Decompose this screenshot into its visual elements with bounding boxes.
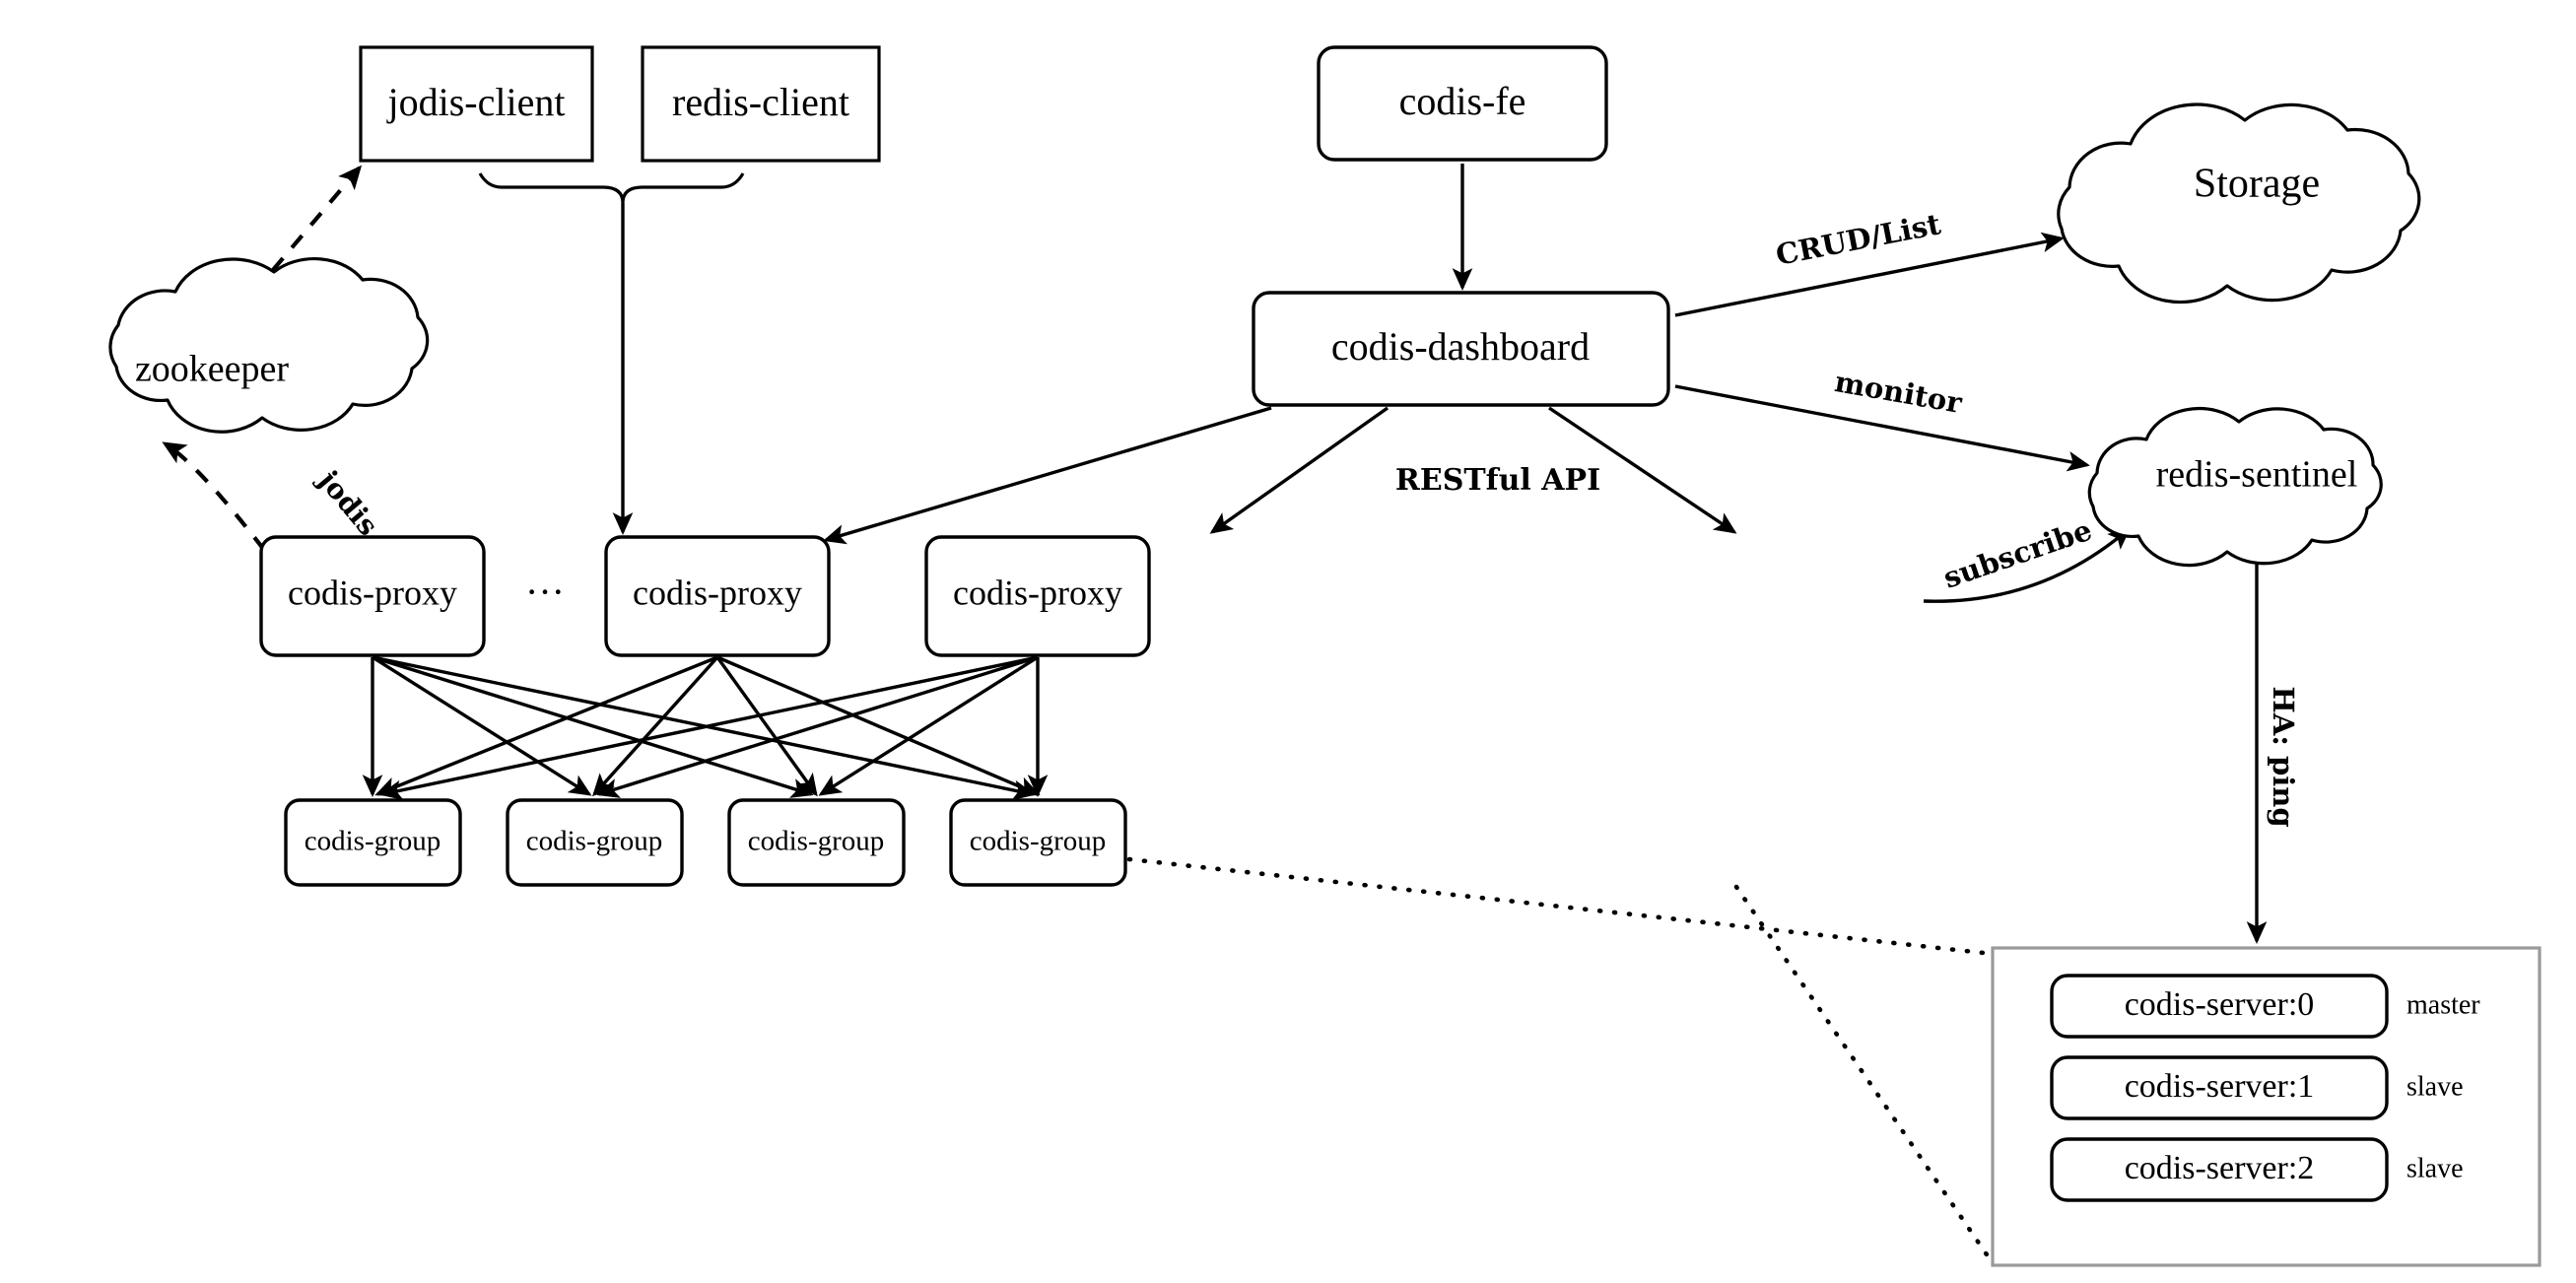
node-storage-label: Storage [2194, 162, 2320, 207]
edge-proxy-to-sentinel-subscribe [1923, 527, 2132, 603]
edges-proxy-to-group-mesh [362, 655, 1049, 801]
node-zookeeper[interactable]: zookeeper [108, 257, 430, 434]
node-jodis-client-label: jodis-client [386, 80, 566, 124]
node-storage[interactable]: Storage [2057, 102, 2421, 304]
edge-label-crud-list: CRUD/List [1773, 207, 1943, 272]
node-codis-group-4-label: codis-group [970, 826, 1107, 857]
node-codis-server-1[interactable]: codis-server:1 [2050, 1055, 2389, 1120]
node-codis-proxy-2[interactable]: codis-proxy [604, 535, 831, 657]
node-codis-server-2-label: codis-server:2 [2125, 1150, 2315, 1186]
edge-label-jodis: jodis [310, 462, 384, 542]
node-jodis-client[interactable]: jodis-client [359, 45, 594, 163]
node-codis-proxy-1-label: codis-proxy [288, 573, 457, 612]
proxy-ellipsis: ··· [525, 570, 565, 614]
edge-dashboard-to-proxy-3 [1548, 406, 1737, 534]
edge-dashboard-to-sentinel [1674, 384, 2090, 472]
node-codis-fe[interactable]: codis-fe [1317, 45, 1608, 162]
node-codis-proxy-2-label: codis-proxy [633, 573, 802, 612]
node-codis-server-2[interactable]: codis-server:2 [2050, 1137, 2389, 1202]
server-2-role: slave [2407, 1153, 2464, 1183]
callout-line-top [1126, 856, 1996, 957]
callout-line-bottom [1733, 884, 1996, 1266]
edge-dashboard-to-proxy-2 [1209, 406, 1389, 534]
node-codis-proxy-1[interactable]: codis-proxy [259, 535, 486, 657]
node-zookeeper-label: zookeeper [135, 349, 289, 390]
node-codis-group-2[interactable]: codis-group [506, 798, 684, 887]
node-codis-dashboard[interactable]: codis-dashboard [1252, 291, 1670, 407]
server-1-role: slave [2407, 1071, 2464, 1102]
node-codis-server-0[interactable]: codis-server:0 [2050, 974, 2389, 1039]
node-codis-proxy-3-label: codis-proxy [953, 573, 1122, 612]
edge-dashboard-to-storage [1674, 232, 2065, 317]
node-codis-group-4[interactable]: codis-group [949, 798, 1127, 887]
node-codis-group-1-label: codis-group [305, 826, 441, 857]
node-codis-group-1[interactable]: codis-group [284, 798, 462, 887]
client-brace [478, 172, 745, 204]
node-codis-dashboard-label: codis-dashboard [1331, 324, 1590, 369]
node-codis-group-3[interactable]: codis-group [727, 798, 906, 887]
node-redis-client[interactable]: redis-client [641, 45, 881, 163]
node-redis-sentinel-label: redis-sentinel [2156, 454, 2358, 496]
edge-label-ha-ping: HA: ping [2267, 686, 2300, 827]
node-codis-group-2-label: codis-group [526, 826, 663, 857]
edge-label-monitor: monitor [1832, 365, 1965, 420]
node-codis-fe-label: codis-fe [1399, 79, 1526, 123]
server-0-role: master [2407, 989, 2480, 1020]
node-codis-proxy-3[interactable]: codis-proxy [924, 535, 1151, 657]
node-codis-group-3-label: codis-group [748, 826, 885, 857]
edge-dashboard-to-proxy-1 [823, 406, 1272, 545]
edge-proxy-to-zookeeper-jodis [162, 441, 266, 552]
node-codis-server-0-label: codis-server:0 [2125, 986, 2315, 1023]
edge-label-restful-api: RESTful API [1395, 463, 1600, 498]
edge-label-subscribe: subscribe [1939, 513, 2096, 595]
node-codis-server-1-label: codis-server:1 [2125, 1068, 2315, 1105]
node-redis-client-label: redis-client [672, 80, 849, 124]
node-redis-sentinel[interactable]: redis-sentinel [2087, 406, 2383, 568]
